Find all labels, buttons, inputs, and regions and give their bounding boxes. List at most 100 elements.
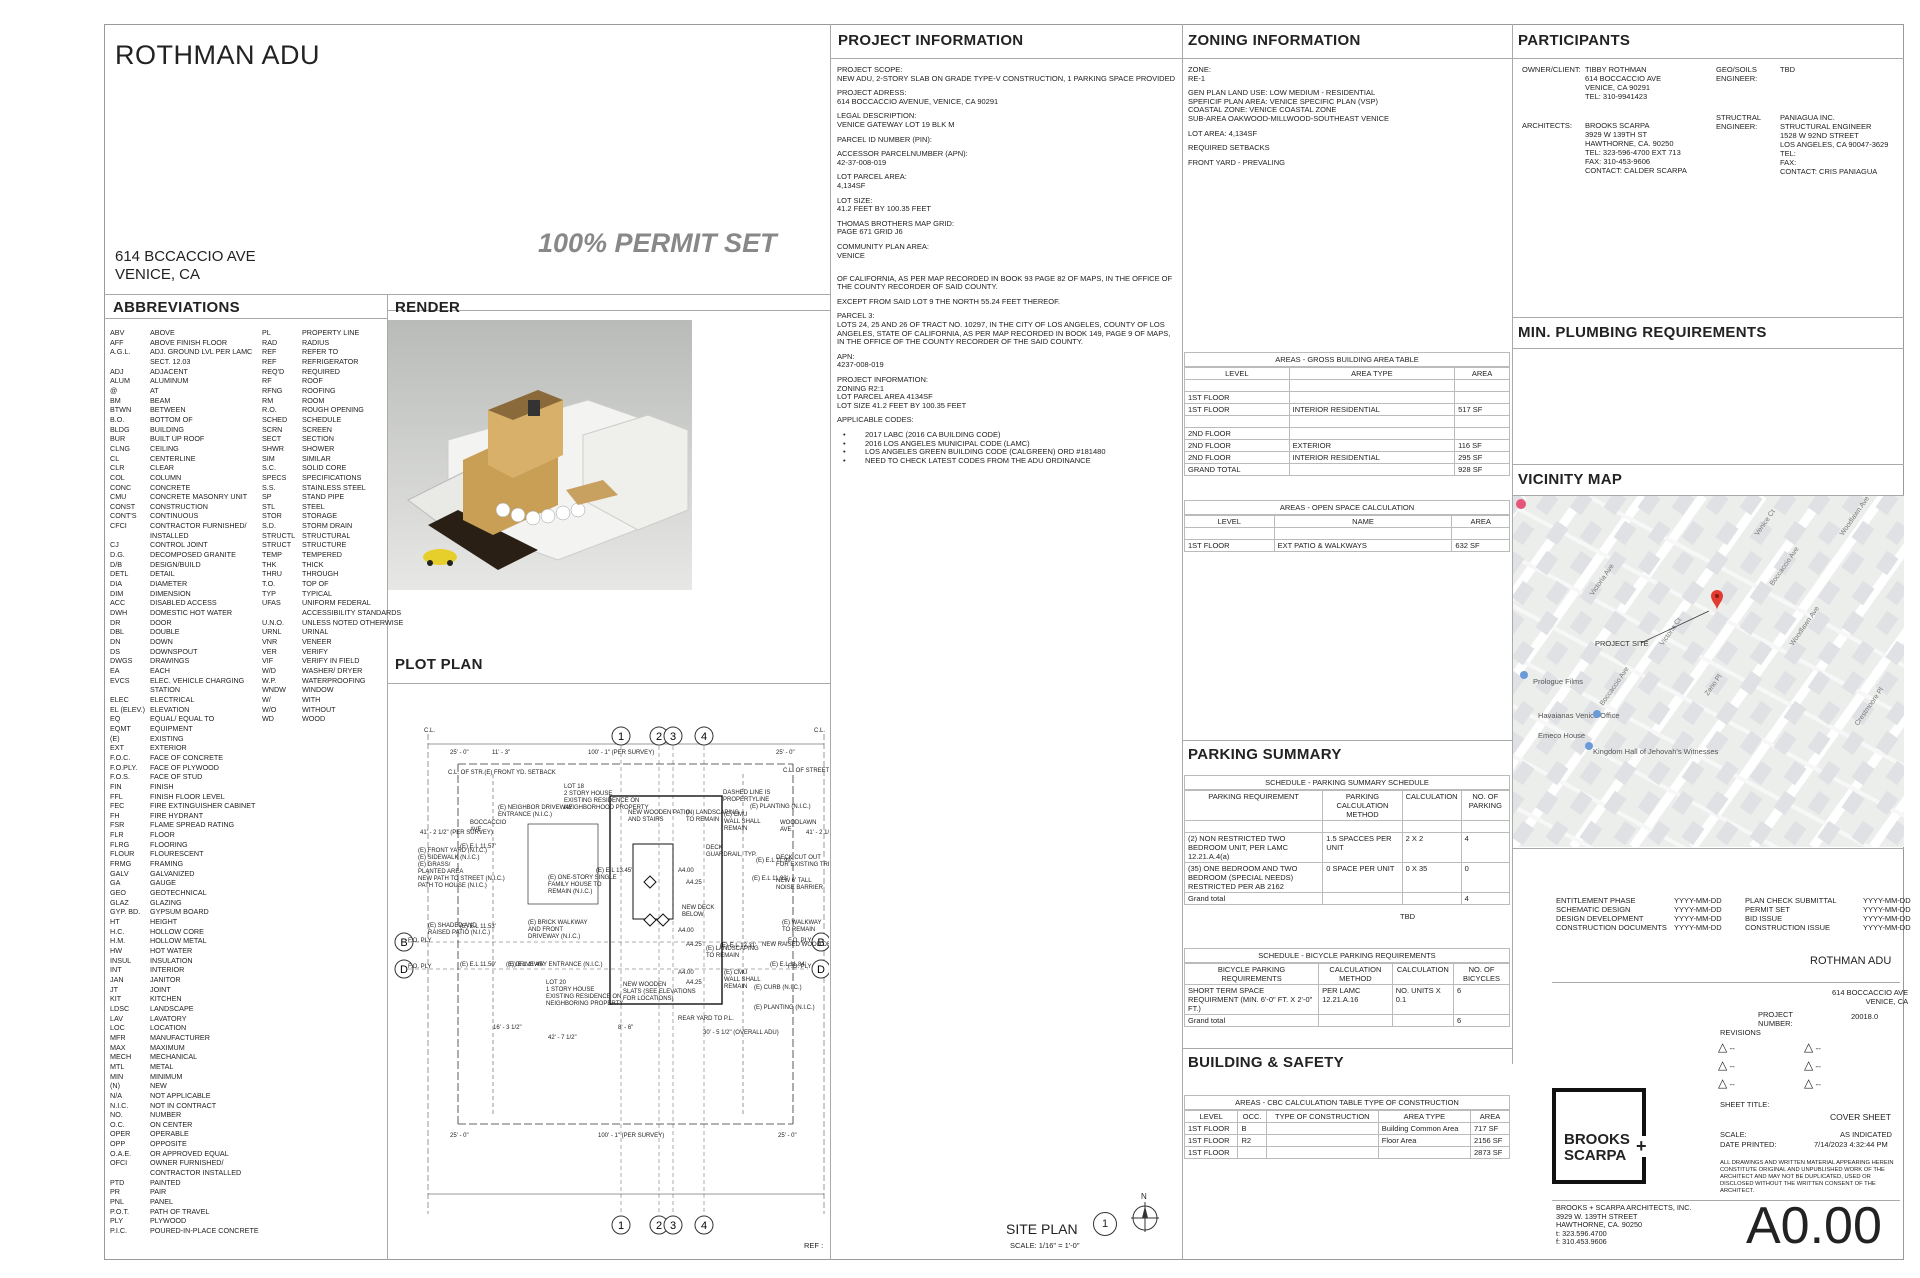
abbreviation-value: MECHANICAL bbox=[150, 1052, 198, 1062]
abbreviation-key: F.O.C. bbox=[110, 752, 131, 762]
abbreviation-key: INT bbox=[110, 965, 122, 975]
info-paragraph: PROJECT INFORMATION: ZONING R2:1 LOT PAR… bbox=[837, 375, 967, 410]
render-image bbox=[388, 320, 692, 590]
abbreviation-key: THRU bbox=[262, 569, 282, 579]
table-cell: 517 SF bbox=[1454, 403, 1510, 416]
table-cell bbox=[1265, 1146, 1379, 1159]
abbreviation-key: CMU bbox=[110, 492, 127, 502]
tbd-label: TBD bbox=[1400, 912, 1415, 921]
table-header-cell: CALCULATION bbox=[1391, 963, 1455, 985]
participants-title: PARTICIPANTS bbox=[1518, 32, 1631, 49]
project-address-line1: 614 BCCACCIO AVE bbox=[115, 248, 256, 265]
sheet-number: A0.00 bbox=[1746, 1197, 1882, 1255]
abbreviation-key: EVCS bbox=[110, 675, 130, 685]
revisions-label: REVISIONS bbox=[1720, 1028, 1761, 1037]
table-cell: Grand total bbox=[1183, 1014, 1320, 1027]
alley-line bbox=[1513, 754, 1687, 847]
abbreviation-value: ROOF bbox=[302, 376, 323, 386]
abbreviation-value: FLOOR bbox=[150, 830, 175, 840]
plan-annotation: (E) E.L 11.45' bbox=[508, 962, 544, 968]
revision-entry: △ -- bbox=[1718, 1076, 1735, 1090]
abbreviation-value: JOINT bbox=[150, 984, 171, 994]
abbreviation-key: FLR bbox=[110, 830, 124, 840]
plan-annotation: 25' - 0" bbox=[778, 1133, 797, 1139]
building-safety-title: BUILDING & SAFETY bbox=[1188, 1054, 1344, 1071]
abbreviation-key: STRUCT bbox=[262, 540, 292, 550]
abbreviation-value: ROOM bbox=[302, 395, 325, 405]
alley-line bbox=[1513, 604, 1904, 818]
building-footprint bbox=[1513, 790, 1525, 816]
bullet-icon: • bbox=[843, 455, 846, 465]
abbreviation-value: REFER TO bbox=[302, 347, 339, 357]
abbreviation-value: ELECTRICAL bbox=[150, 694, 195, 704]
building-footprint bbox=[1681, 580, 1705, 606]
building-footprint bbox=[1613, 820, 1637, 846]
building-footprint bbox=[1739, 496, 1763, 516]
table-cell: 1ST FLOOR bbox=[1183, 1122, 1239, 1135]
schedule-date: YYYY-MM-DD bbox=[1863, 914, 1911, 923]
building-footprint bbox=[1705, 550, 1729, 576]
info-paragraph: FRONT YARD - PREVALING bbox=[1188, 157, 1285, 167]
schedule-phase: BID ISSUE bbox=[1745, 914, 1783, 923]
abbreviation-key: (E) bbox=[110, 733, 120, 743]
abbreviation-value: STORAGE bbox=[302, 511, 338, 521]
poi-marker-icon bbox=[1585, 742, 1593, 750]
abbreviation-key: F.O.S. bbox=[110, 772, 130, 782]
location-pin-dot-icon bbox=[1715, 594, 1719, 598]
building-footprint bbox=[1637, 610, 1661, 636]
revision-entry: △ -- bbox=[1804, 1076, 1821, 1090]
table-cell bbox=[1454, 415, 1510, 428]
abbreviation-value: DESIGN/BUILD bbox=[150, 559, 201, 569]
building-footprint bbox=[1613, 700, 1637, 726]
abbreviation-value: REFRIGERATOR bbox=[302, 356, 359, 366]
architect-label: ARCHITECTS: bbox=[1522, 121, 1573, 130]
building-footprint bbox=[1817, 820, 1841, 846]
alley-line bbox=[1513, 804, 1594, 847]
building-footprint bbox=[1783, 640, 1807, 666]
building-footprint bbox=[1613, 640, 1637, 666]
table-cell bbox=[1183, 820, 1324, 833]
table-cell bbox=[1184, 415, 1290, 428]
building-footprint bbox=[1513, 820, 1535, 846]
revision-delta-icon: △ bbox=[1718, 1040, 1728, 1054]
plan-annotation: C.L. OF STR.(E) FRONT YD. SETBACK bbox=[448, 770, 556, 776]
abbreviation-value: TEMPERED bbox=[302, 550, 342, 560]
abbreviation-value: DOMESTIC HOT WATER bbox=[150, 608, 233, 618]
abbreviation-key: S.S. bbox=[262, 482, 276, 492]
abbreviation-value: DOOR bbox=[150, 617, 172, 627]
building-footprint bbox=[1851, 820, 1875, 846]
abbreviation-value: PATH OF TRAVEL bbox=[150, 1206, 210, 1216]
abbreviation-value: LOCATION bbox=[150, 1023, 187, 1033]
abbreviation-value: FLOURESCENT bbox=[150, 849, 204, 859]
abbreviation-key: RM bbox=[262, 395, 274, 405]
plot-plan-title: PLOT PLAN bbox=[395, 656, 483, 673]
info-paragraph: LOT PARCEL AREA: 4,134SF bbox=[837, 172, 907, 190]
abbreviation-key: BTWN bbox=[110, 405, 132, 415]
abbreviation-key: REQ'D bbox=[262, 366, 285, 376]
building-footprint bbox=[1749, 760, 1773, 786]
revision-list: △ --△ --△ --△ --△ --△ -- bbox=[1718, 1040, 1858, 1096]
building-footprint bbox=[1545, 640, 1569, 666]
street-line bbox=[1569, 496, 1827, 847]
building-footprint bbox=[1807, 610, 1831, 636]
building-footprint bbox=[1513, 550, 1525, 576]
